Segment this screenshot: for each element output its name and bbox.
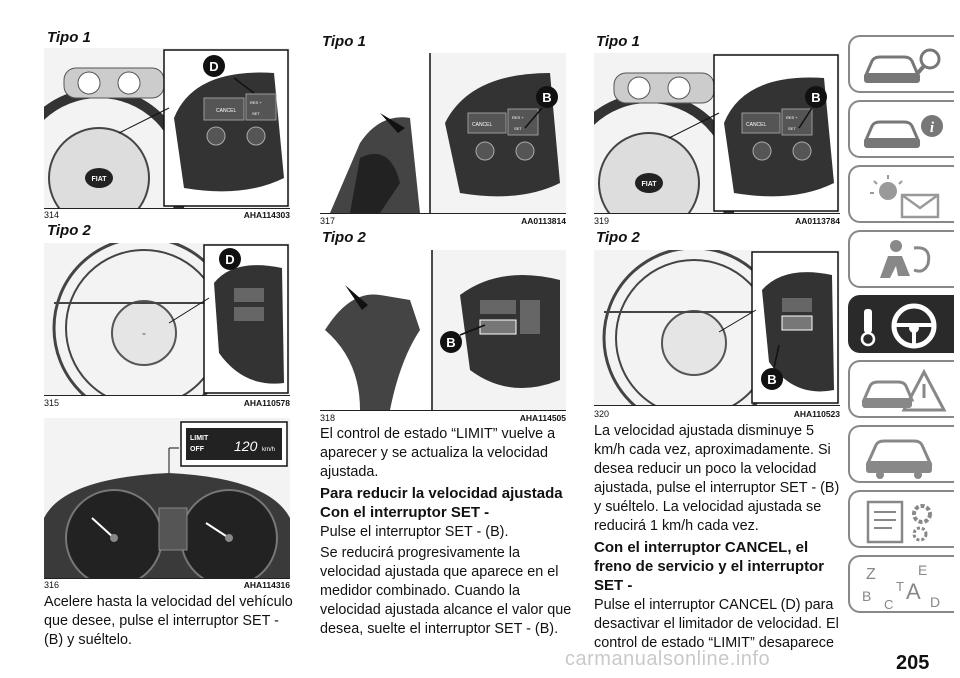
figure-314-caption: 314 AHA114303 [44, 210, 290, 222]
svg-text:B: B [542, 90, 551, 105]
steering-wheel-key-icon [860, 303, 937, 349]
figure-318: B [320, 250, 566, 411]
svg-text:RES +: RES + [250, 100, 262, 105]
figure-number: 315 [44, 398, 60, 408]
tab-index[interactable]: Z E B A C T D [848, 555, 954, 613]
svg-text:A: A [906, 579, 921, 604]
car-search-icon [863, 48, 941, 83]
svg-text:D: D [225, 252, 234, 267]
section-heading: Con el interruptor CANCEL, el freno de s… [594, 539, 825, 594]
tab-car-search[interactable] [848, 35, 954, 93]
type1-label-col1: Tipo 1 [47, 29, 91, 46]
figure-315: ≈ D [44, 243, 290, 396]
svg-text:CANCEL: CANCEL [746, 122, 767, 128]
svg-text:CANCEL: CANCEL [216, 108, 237, 114]
figure-317: CANCEL RES + SET B [320, 53, 566, 214]
paragraph: El control de estado “LIMIT” vuelve a ap… [320, 426, 556, 480]
svg-text:Z: Z [866, 566, 876, 583]
car-info-icon: i [863, 115, 943, 148]
col2-body-text: El control de estado “LIMIT” vuelve a ap… [320, 425, 572, 641]
col1-body-text: Acelere hasta la velocidad del vehículo … [44, 593, 294, 652]
svg-text:OFF: OFF [190, 446, 205, 453]
type2-label-col2: Tipo 2 [322, 229, 366, 246]
figure-316-caption: 316 AHA114316 [44, 580, 290, 592]
paragraph: Pulse el interruptor SET - (B). [320, 524, 509, 540]
section-heading: Para reducir la velocidad ajustada Con e… [320, 485, 563, 521]
type2-label-col1: Tipo 2 [47, 222, 91, 239]
figure-319-caption: 319 AA0113784 [594, 216, 840, 228]
tab-emergency[interactable] [848, 360, 954, 418]
warning-light-message-icon [870, 175, 940, 219]
figure-code: AHA110523 [793, 409, 840, 419]
figure-number: 319 [594, 216, 610, 226]
svg-text:≈: ≈ [142, 332, 146, 338]
tab-maintenance[interactable] [848, 425, 954, 483]
figure-code: AA0113784 [795, 216, 840, 226]
figure-code: AHA114505 [519, 413, 566, 423]
paragraph: La velocidad ajustada disminuye 5 km/h c… [594, 423, 840, 534]
page-number: 205 [896, 652, 930, 674]
type1-label-col2: Tipo 1 [322, 33, 366, 50]
svg-text:LIMIT: LIMIT [190, 435, 209, 442]
type1-label-col3: Tipo 1 [596, 33, 640, 50]
svg-text:T: T [896, 579, 904, 594]
svg-text:FIAT: FIAT [641, 181, 657, 188]
tab-car-info[interactable]: i [848, 100, 954, 158]
svg-text:i: i [930, 120, 935, 136]
figure-code: AHA110578 [243, 398, 290, 408]
svg-text:CANCEL: CANCEL [472, 122, 493, 128]
car-service-icon [865, 439, 933, 479]
svg-text:120: 120 [234, 438, 258, 454]
car-hazard-triangle-icon [861, 368, 947, 412]
svg-text:SET: SET [252, 111, 260, 116]
fiat-logo [85, 168, 113, 188]
svg-text:D: D [209, 59, 218, 74]
tab-starting-driving[interactable] [848, 295, 954, 353]
svg-text:SET: SET [514, 126, 522, 131]
figure-number: 320 [594, 409, 610, 419]
fiat-logo [635, 173, 663, 193]
figure-number: 318 [320, 413, 336, 423]
figure-code: AHA114316 [243, 580, 290, 590]
alphabet-index-icon: Z E B A C T D [862, 562, 940, 611]
svg-text:B: B [862, 588, 871, 604]
paragraph: Pulse el interruptor CANCEL (D) para des… [594, 597, 839, 651]
airbag-passenger-icon [880, 240, 931, 278]
svg-text:B: B [767, 372, 776, 387]
svg-text:FIAT: FIAT [91, 176, 107, 183]
svg-text:B: B [446, 335, 455, 350]
figure-319: FIAT CANCEL RES + SET B [594, 53, 840, 214]
figure-315-caption: 315 AHA110578 [44, 398, 290, 410]
watermark: carmanualsonline.info [565, 648, 771, 670]
svg-text:SET: SET [788, 126, 796, 131]
figure-318-caption: 318 AHA114505 [320, 413, 566, 425]
paragraph: Se reducirá progresivamente la velocidad… [320, 545, 572, 637]
svg-text:RES +: RES + [786, 115, 798, 120]
tab-warning-lights[interactable] [848, 165, 954, 223]
svg-text:E: E [918, 562, 927, 578]
paragraph: Acelere hasta la velocidad del vehículo … [44, 594, 293, 648]
svg-text:B: B [811, 90, 820, 105]
figure-314: FIAT CANCEL RES + SET D [44, 48, 290, 209]
svg-text:RES +: RES + [512, 115, 524, 120]
type2-label-col3: Tipo 2 [596, 229, 640, 246]
figure-code: AHA114303 [243, 210, 290, 220]
svg-text:C: C [884, 597, 893, 611]
figure-317-caption: 317 AA0113814 [320, 216, 566, 228]
svg-text:km/h: km/h [262, 447, 275, 453]
figure-number: 314 [44, 210, 60, 220]
tab-safety[interactable] [848, 230, 954, 288]
figure-code: AA0113814 [521, 216, 566, 226]
col3-body-text: La velocidad ajustada disminuye 5 km/h c… [594, 422, 844, 655]
figure-number: 316 [44, 580, 60, 590]
figure-320: B [594, 250, 840, 406]
specs-gear-icon [866, 500, 932, 544]
svg-text:D: D [930, 594, 940, 610]
tab-technical-data[interactable] [848, 490, 954, 548]
figure-316: LIMIT OFF 120 km/h [44, 418, 290, 579]
figure-320-caption: 320 AHA110523 [594, 409, 840, 421]
figure-number: 317 [320, 216, 336, 226]
